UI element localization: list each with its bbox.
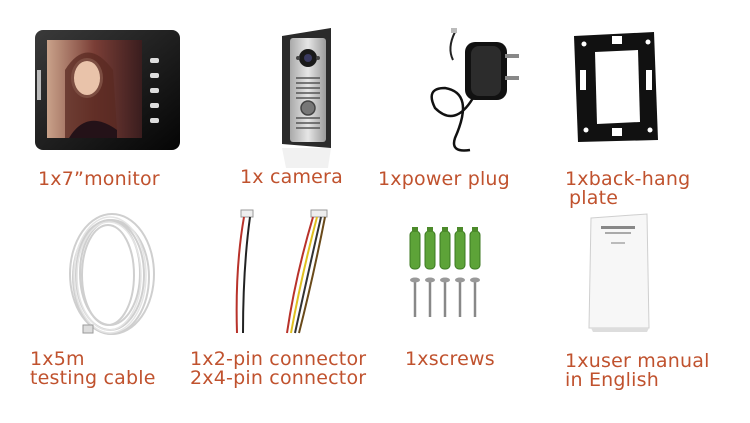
manual-booklet-icon <box>588 213 650 332</box>
wire-connector-icon <box>235 209 328 334</box>
item-label-line: 2x4-pin connector <box>190 367 367 389</box>
camera-icon <box>282 28 331 168</box>
item-label-line: 1x2-pin connector <box>190 348 367 370</box>
item-label-line: testing cable <box>30 367 156 389</box>
item-label-line: 1xuser manual <box>565 350 710 372</box>
screws-icon <box>409 227 481 317</box>
item-label-line: 1xback-hang <box>565 168 691 190</box>
cable-coil-icon <box>69 213 155 335</box>
item-label-line: 1xpower plug <box>378 168 510 190</box>
power-adapter-icon <box>430 28 519 152</box>
mounting-plate-icon <box>574 32 658 142</box>
item-label-line: plate <box>569 187 619 209</box>
item-label-line: 1x camera <box>240 166 343 188</box>
item-label-line: 1xscrews <box>405 348 495 370</box>
item-label-line: 1x7”monitor <box>38 168 160 190</box>
item-label-line: 1x5m <box>30 348 85 370</box>
monitor-icon <box>35 30 180 150</box>
item-label-line: in English <box>565 369 659 391</box>
